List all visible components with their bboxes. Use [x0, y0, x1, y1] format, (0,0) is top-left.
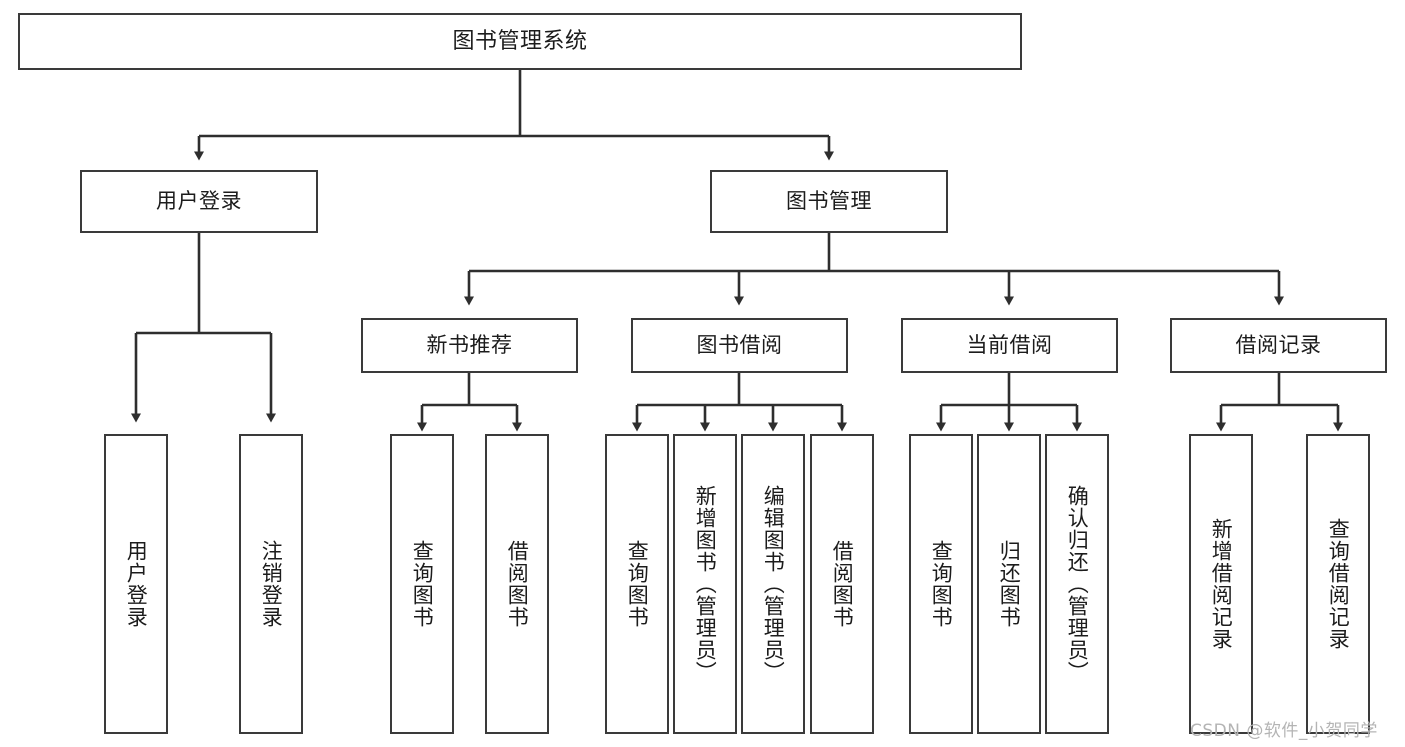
node-leaf-confirm-return-label: 确认归还（管理员）	[1065, 485, 1090, 683]
node-leaf-query-record-label: 查询借阅记录	[1326, 518, 1351, 650]
node-new-book-recommend[interactable]: 新书推荐	[361, 318, 578, 373]
node-leaf-user-login-label: 用户登录	[124, 540, 149, 628]
node-leaf-edit-book[interactable]: 编辑图书（管理员）	[741, 434, 805, 734]
node-leaf-user-logout[interactable]: 注销登录	[239, 434, 303, 734]
node-leaf-query-book-3-label: 查询图书	[929, 540, 954, 628]
node-root-label: 图书管理系统	[452, 28, 588, 54]
node-book-manage-label: 图书管理	[786, 189, 872, 214]
node-user-login[interactable]: 用户登录	[80, 170, 318, 233]
node-leaf-return-book-label: 归还图书	[997, 540, 1022, 628]
csdn-watermark: CSDN @软件_小贺同学	[1190, 721, 1378, 741]
node-leaf-add-book[interactable]: 新增图书（管理员）	[673, 434, 737, 734]
node-leaf-add-book-label: 新增图书（管理员）	[693, 485, 718, 683]
node-leaf-user-login[interactable]: 用户登录	[104, 434, 168, 734]
node-leaf-borrow-book-2-label: 借阅图书	[830, 540, 855, 628]
node-book-manage[interactable]: 图书管理	[710, 170, 948, 233]
node-leaf-confirm-return[interactable]: 确认归还（管理员）	[1045, 434, 1109, 734]
node-leaf-query-book-3[interactable]: 查询图书	[909, 434, 973, 734]
node-user-login-label: 用户登录	[156, 189, 242, 214]
node-leaf-add-record[interactable]: 新增借阅记录	[1189, 434, 1253, 734]
node-leaf-add-record-label: 新增借阅记录	[1209, 518, 1234, 650]
node-leaf-user-logout-label: 注销登录	[259, 540, 284, 628]
node-leaf-query-book-1-label: 查询图书	[410, 540, 435, 628]
node-borrow-record[interactable]: 借阅记录	[1170, 318, 1387, 373]
node-leaf-query-book-2[interactable]: 查询图书	[605, 434, 669, 734]
node-root[interactable]: 图书管理系统	[18, 13, 1022, 70]
node-borrow-record-label: 借阅记录	[1235, 333, 1322, 358]
node-leaf-query-book-2-label: 查询图书	[625, 540, 650, 628]
node-leaf-borrow-book-1-label: 借阅图书	[505, 540, 530, 628]
node-leaf-edit-book-label: 编辑图书（管理员）	[761, 485, 786, 683]
node-new-book-recommend-label: 新书推荐	[426, 333, 513, 358]
node-leaf-query-record[interactable]: 查询借阅记录	[1306, 434, 1370, 734]
node-current-borrow-label: 当前借阅	[966, 333, 1053, 358]
node-book-borrow-label: 图书借阅	[696, 333, 783, 358]
node-leaf-query-book-1[interactable]: 查询图书	[390, 434, 454, 734]
node-leaf-return-book[interactable]: 归还图书	[977, 434, 1041, 734]
node-book-borrow[interactable]: 图书借阅	[631, 318, 848, 373]
node-current-borrow[interactable]: 当前借阅	[901, 318, 1118, 373]
node-leaf-borrow-book-1[interactable]: 借阅图书	[485, 434, 549, 734]
node-leaf-borrow-book-2[interactable]: 借阅图书	[810, 434, 874, 734]
